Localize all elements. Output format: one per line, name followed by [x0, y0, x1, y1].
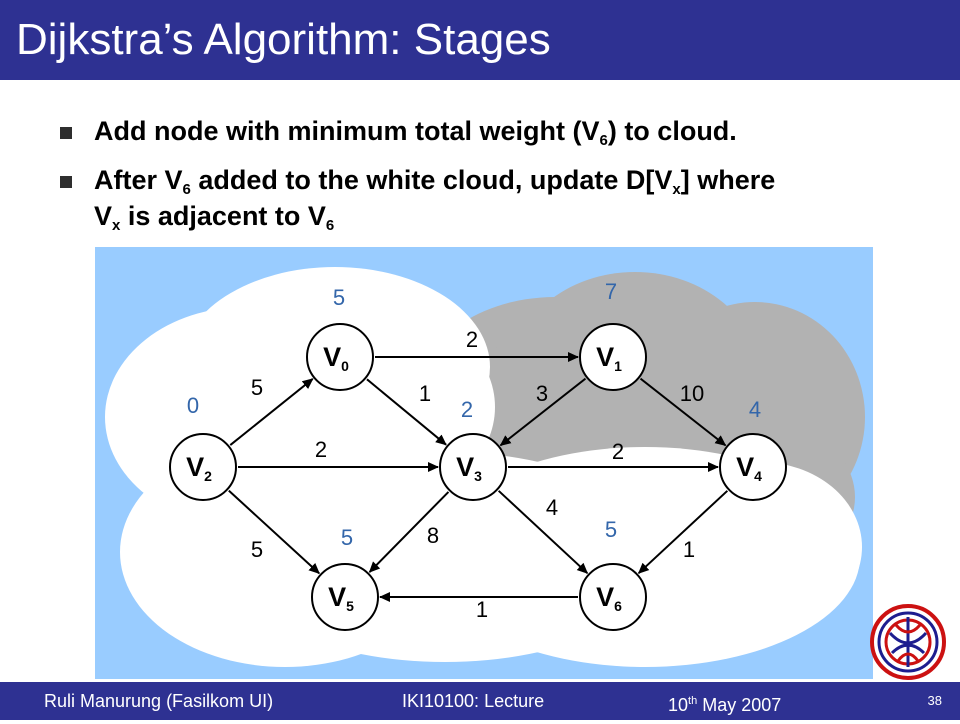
node-label: V4 — [736, 452, 762, 484]
node-distance-label: 4 — [749, 397, 761, 422]
bullet-square-icon — [60, 127, 72, 139]
bullet-2-text-a: After V — [94, 165, 183, 195]
bullet-2-line-1: After V6 added to the white cloud, updat… — [94, 163, 775, 207]
node-label: V1 — [596, 342, 622, 374]
bullet-2-sub-d: 6 — [325, 217, 335, 234]
edge-weight-label: 4 — [546, 495, 558, 520]
node-v2: V2 0 — [169, 393, 237, 501]
bullet-2-text-c: ] where — [680, 165, 776, 195]
university-logo — [870, 604, 946, 680]
edge-weight-label: 2 — [612, 439, 624, 464]
node-v3: V3 2 — [439, 397, 507, 501]
bullet-2-line-2: Vx is adjacent to V6 — [94, 199, 334, 243]
edge-v2-v5 — [228, 489, 320, 575]
page-number: 38 — [927, 693, 942, 708]
node-circle — [439, 433, 507, 501]
edge-weight-label: 8 — [427, 523, 439, 548]
bullet-1-text-a: Add node with minimum total weight (V — [94, 116, 600, 146]
node-circle — [169, 433, 237, 501]
edge-weight-label: 1 — [419, 381, 431, 406]
edge-weight-label: 5 — [251, 537, 263, 562]
bullet-1-text-b: ) to cloud. — [607, 116, 737, 146]
node-v5: V5 5 — [311, 525, 379, 631]
footer-date-suffix: th — [688, 695, 698, 707]
edge-v1-v3 — [499, 377, 587, 447]
node-circle — [579, 563, 647, 631]
bullet-2-sub-c: x — [112, 217, 121, 234]
edge-v3-v5 — [368, 491, 450, 573]
edge-weight-label: 2 — [315, 437, 327, 462]
node-circle — [306, 323, 374, 391]
node-circle — [719, 433, 787, 501]
footer-date-day: 10 — [668, 695, 689, 715]
node-v4: V4 4 — [719, 397, 787, 501]
bullet-1: Add node with minimum total weight (V6) … — [94, 114, 737, 158]
bullet-2-text-d: V — [94, 201, 113, 231]
edge-v2-v0 — [229, 378, 314, 446]
node-label: V5 — [328, 582, 354, 614]
node-distance-label: 5 — [341, 525, 353, 550]
node-label: V6 — [596, 582, 622, 614]
node-label: V3 — [456, 452, 482, 484]
bullet-2-text-b: added to the white cloud, update D[V — [190, 165, 673, 195]
footer-course: IKI10100: Lecture — [402, 691, 545, 711]
footer-date: 10th May 2007 — [668, 682, 781, 724]
edge-weight-label: 2 — [466, 327, 478, 352]
footer-bar: Ruli Manurung (Fasilkom UI) IKI10100: Le… — [0, 682, 960, 720]
slide-title: Dijkstra’s Algorithm: Stages — [16, 15, 551, 64]
bullet-2-text-e: is adjacent to V — [120, 201, 326, 231]
node-distance-label: 5 — [605, 517, 617, 542]
edge-weight-label: 10 — [680, 381, 704, 406]
edges-layer: 2 1 3 10 5 2 5 2 4 8 1 1 — [228, 327, 729, 622]
bullet-2-sub-a: 6 — [182, 181, 191, 198]
node-v6: V6 5 — [579, 517, 647, 631]
node-distance-label: 0 — [187, 393, 199, 418]
node-distance-label: 7 — [605, 279, 617, 304]
node-label: V0 — [323, 342, 349, 374]
edge-v1-v4 — [639, 377, 727, 447]
bullet-2-sub-b: x — [672, 181, 681, 198]
bullet-1-sub: 6 — [599, 132, 608, 149]
node-distance-label: 2 — [461, 397, 473, 422]
bullet-square-icon — [60, 176, 72, 188]
edge-weight-label: 1 — [476, 597, 488, 622]
edge-v0-v3 — [366, 378, 447, 446]
node-v0: V0 5 — [306, 285, 374, 391]
node-distance-label: 5 — [333, 285, 345, 310]
node-label: V2 — [186, 452, 212, 484]
edge-weight-label: 1 — [683, 537, 695, 562]
title-bar: Dijkstra’s Algorithm: Stages — [0, 0, 960, 80]
footer-author: Ruli Manurung (Fasilkom UI) — [44, 691, 274, 711]
footer-date-rest: May 2007 — [697, 695, 782, 715]
node-circle — [579, 323, 647, 391]
edge-weight-label: 3 — [536, 381, 548, 406]
edge-v4-v6 — [637, 490, 729, 574]
node-circle — [311, 563, 379, 631]
node-v1: V1 7 — [579, 279, 647, 391]
edge-v3-v6 — [497, 490, 589, 574]
edge-weight-label: 5 — [251, 375, 263, 400]
